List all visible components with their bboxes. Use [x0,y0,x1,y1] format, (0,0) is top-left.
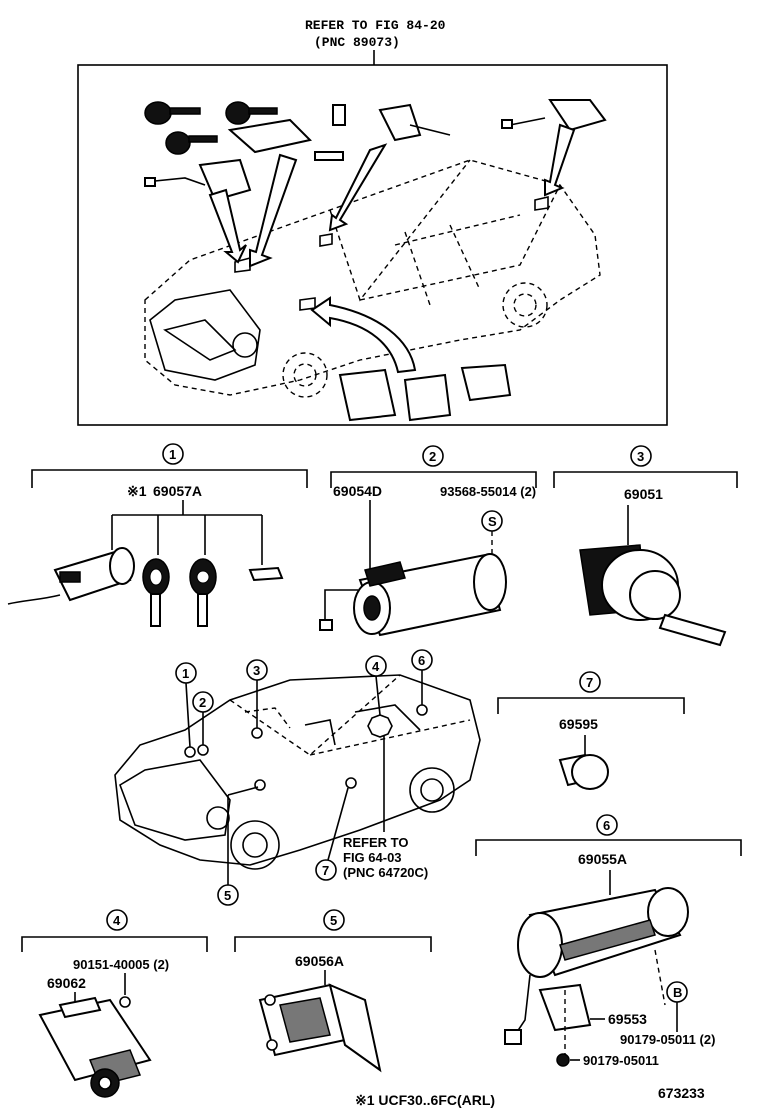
locator-label-4: 4 [372,659,380,674]
locator-callouts [185,670,423,885]
footer-diagram-id: 673233 [658,1085,705,1101]
header-refer-line1: REFER TO FIG 84-20 [305,18,446,33]
section-3-part: 69051 [624,486,663,502]
overview-car [144,159,601,398]
section-6-part-b: 69553 [608,1011,647,1027]
locator-refer-line2: FIG 64-03 [343,850,402,865]
locator-label-3: 3 [253,663,260,678]
section-6-b-text: B [673,985,682,1000]
section-1-mark: ※1 [127,483,147,499]
section-4-part-b: 69062 [47,975,86,991]
section-2-part-b: 93568-55014 (2) [440,484,536,499]
overview-keys [144,99,607,422]
locator-label-7: 7 [322,863,329,878]
section-1-cylinder-assy [7,547,135,605]
locator-label-5: 5 [224,888,231,903]
section-6-part-a: 69055A [578,851,627,867]
section-7-part: 69595 [559,716,598,732]
section-4-badge [106,909,128,931]
section-5-number: 5 [330,913,337,928]
section-1-key-a [142,558,170,627]
section-2-lock-cylinder [319,553,507,637]
section-1-badge [162,443,184,465]
locator-label-2: 2 [199,695,206,710]
section-4-ecu [38,996,152,1098]
section-4-number: 4 [113,913,121,928]
section-6-nut [556,1053,570,1067]
section-1-key-b [189,558,217,627]
section-7-badge [579,671,601,693]
section-5-switch [258,983,382,1073]
section-1-part: 69057A [153,483,202,499]
overview-frame [77,64,668,426]
section-2-s-text: S [488,514,497,529]
section-2-part-a: 69054D [333,483,382,499]
section-3-badge [630,445,652,467]
header-refer-line2: (PNC 89073) [314,35,400,50]
section-6-number: 6 [603,818,610,833]
footer-note: ※1 UCF30..6FC(ARL) [355,1092,495,1108]
section-2-badge [422,445,444,467]
section-5-part: 69056A [295,953,344,969]
section-1-plate [248,566,284,582]
section-6-badge [596,814,618,836]
locator-refer-line1: REFER TO [343,835,409,850]
section-6-part-c: 90179-05011 (2) [620,1032,715,1047]
section-1-number: 1 [169,447,176,462]
section-7-cap [558,753,609,790]
locator-badges: 1 2 3 4 6 5 7 [175,649,433,906]
section-5-badge [323,909,345,931]
locator-label-6: 6 [418,653,425,668]
section-6-cylinder [504,887,689,1045]
section-7-number: 7 [586,675,593,690]
section-2-number: 2 [429,449,436,464]
locator-label-1: 1 [182,666,189,681]
locator-refer-line3: (PNC 64720C) [343,865,428,880]
section-6-part-d: 90179-05011 [583,1053,659,1068]
overview-arrows [208,123,576,374]
locator-car [114,674,481,870]
section-3-cylinder [579,544,727,647]
section-4-screw [119,996,131,1008]
section-3-number: 3 [637,449,644,464]
section-4-part-a: 90151-40005 (2) [73,957,169,972]
